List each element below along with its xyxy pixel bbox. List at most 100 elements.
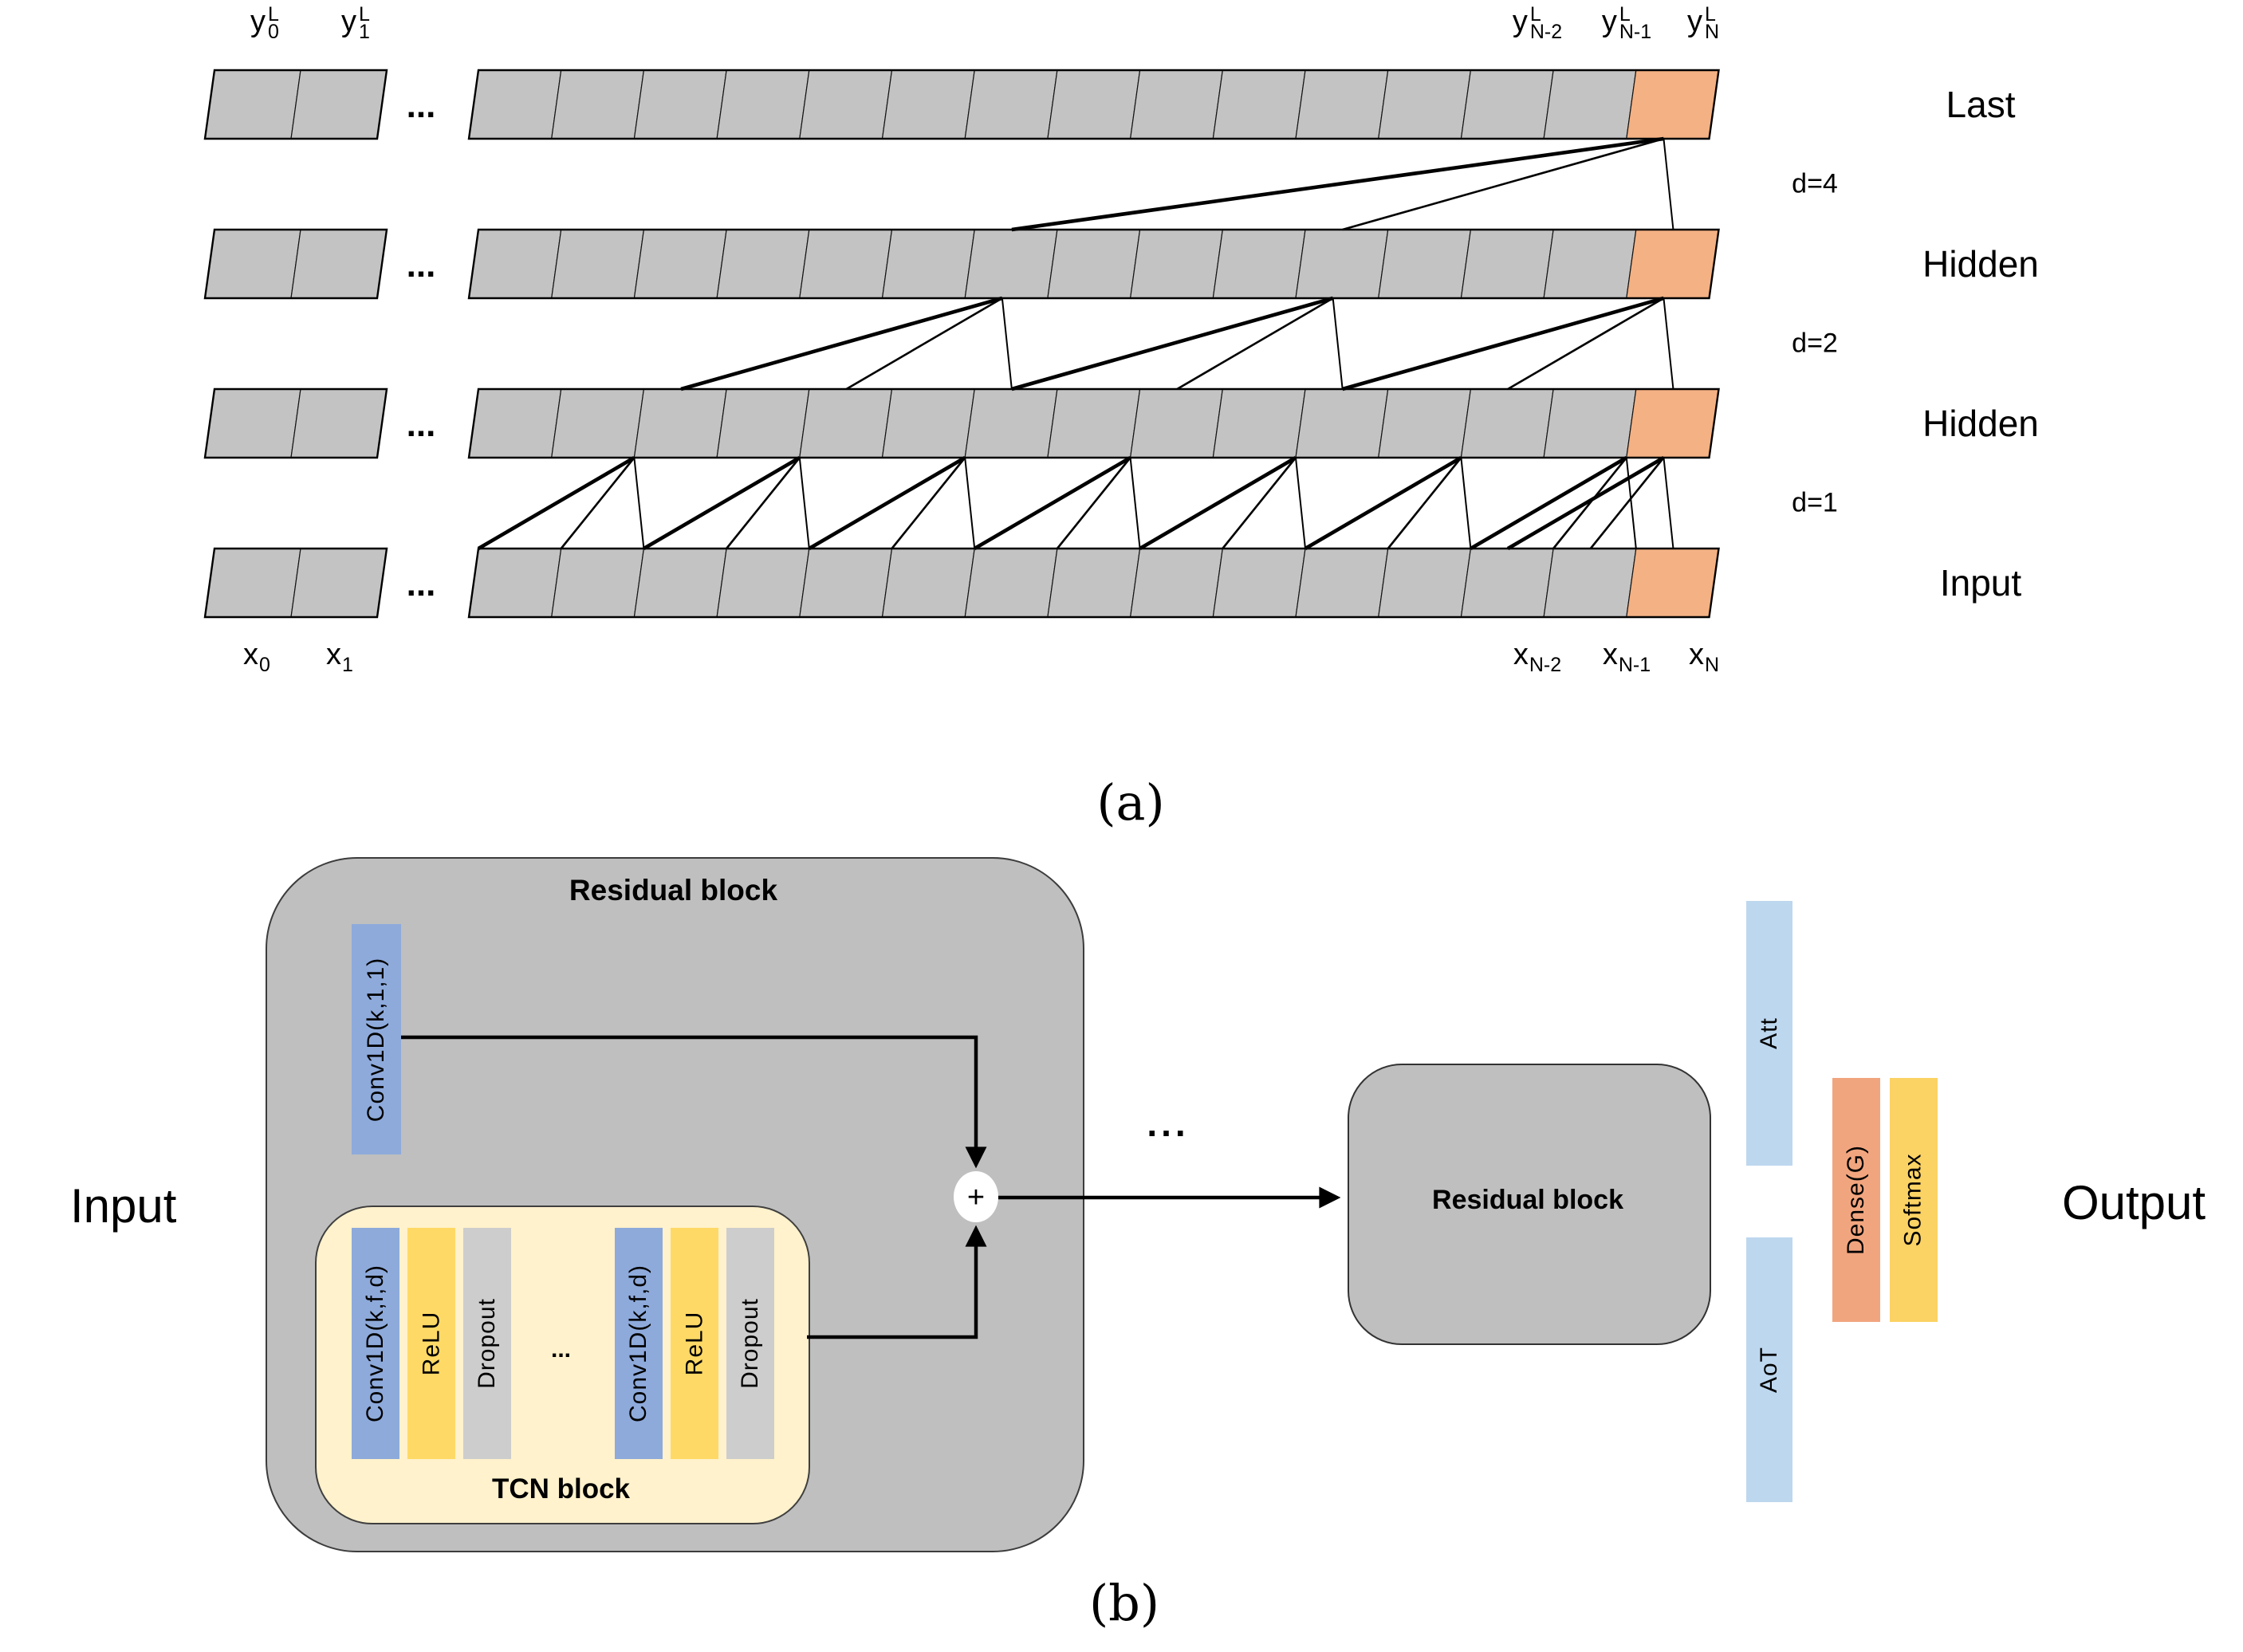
dilation-connection-line (1552, 457, 1627, 549)
softmax-label: Softmax (1900, 1153, 1927, 1247)
seq-base: x (326, 638, 342, 671)
sequence-block-outline (203, 69, 388, 140)
layer-row-label: Last (1946, 84, 2016, 125)
seq-base: x (243, 638, 259, 671)
dilation-connection-line (1176, 297, 1334, 391)
dilation-connection-line (726, 457, 801, 549)
input-sequence-label: xN (1689, 638, 1719, 677)
tcn-dropout-bar-1: Dropout (463, 1228, 511, 1459)
row-ellipsis: ... (407, 86, 436, 125)
dilation-connection-line (891, 457, 966, 549)
seq-sub: 0 (259, 654, 270, 676)
dilation-connection-line (974, 456, 1131, 550)
dilation-connection-line (1222, 457, 1297, 549)
dilation-connection-line (680, 296, 1003, 391)
tcn-conv1d-label-2: Conv1D(k,f,d) (625, 1264, 651, 1423)
output-label: Output (2061, 1176, 2206, 1229)
seq-base: y (1686, 5, 1702, 38)
row-ellipsis: ... (407, 564, 436, 604)
layer-row-label: Hidden (1922, 243, 2039, 285)
skip-conv1d-label: Conv1D(k,1,1) (363, 957, 389, 1122)
aot-bar: AoT (1746, 1237, 1792, 1502)
softmax-bar: Softmax (1890, 1078, 1938, 1322)
dilation-connection-line (1001, 297, 1013, 390)
dilation-connection-line (845, 297, 1003, 391)
dilation-connection-line (1625, 457, 1637, 549)
dilation-connection-line (1342, 296, 1665, 391)
seq-sub: N-2 (1529, 654, 1562, 676)
input-label: Input (70, 1179, 177, 1233)
dilation-connection-line (633, 457, 645, 549)
layer-row-label: Input (1939, 562, 2022, 604)
tcn-relu-bar-1: ReLU (407, 1228, 455, 1459)
seq-base: y (250, 5, 266, 38)
dilation-connection-line (1139, 456, 1297, 550)
residual-block-2-label: Residual block (1432, 1185, 1623, 1215)
seq-sub: N-2 (1529, 21, 1563, 43)
seq-sub: 1 (359, 21, 370, 43)
tcn-dropout-bar-2: Dropout (726, 1228, 774, 1459)
seq-sub: N (1704, 21, 1720, 43)
residual-block-1-label: Residual block (569, 874, 778, 907)
sequence-block-outline (203, 547, 388, 619)
tcn-block-label: TCN block (491, 1473, 631, 1504)
att-bar: Att (1746, 901, 1792, 1166)
input-sequence-label: x0 (243, 638, 270, 677)
seq-sub: N (1704, 654, 1720, 676)
seq-sup: L (1529, 3, 1541, 26)
dilation-connection-line (1342, 137, 1664, 231)
dilation-connection-line (1332, 297, 1344, 390)
dilation-connection-line (1663, 297, 1674, 390)
dilation-connection-line (1506, 456, 1665, 550)
dilation-connection-line (1129, 457, 1141, 549)
dilation-connection-line (808, 456, 966, 550)
row-ellipsis: ... (407, 405, 436, 444)
dense-label: Dense(G) (1843, 1144, 1870, 1256)
seq-base: x (1513, 638, 1529, 671)
dilation-connection-line (1387, 457, 1462, 549)
seq-sub: 0 (268, 21, 279, 43)
sequence-block-outline (467, 228, 1720, 300)
seq-sup: L (268, 3, 279, 26)
seq-sub: N-1 (1618, 654, 1651, 676)
seq-sup: L (1704, 3, 1716, 26)
input-sequence-label: xN-1 (1603, 638, 1651, 677)
tcn-dropout-label-2: Dropout (737, 1298, 764, 1389)
dilation-connection-line (1507, 297, 1665, 391)
between-blocks-ellipsis: ... (1147, 1103, 1190, 1144)
dilation-label: d=4 (1792, 168, 1838, 199)
dilation-connection-line (477, 456, 636, 550)
skip-conv1d-bar: Conv1D(k,1,1) (352, 924, 401, 1154)
dilation-connection-line (1295, 457, 1306, 549)
dilation-connection-line (1460, 457, 1472, 549)
dilation-connection-line (643, 456, 801, 550)
aot-label: AoT (1756, 1346, 1782, 1394)
att-label: Att (1756, 1017, 1782, 1049)
sequence-block-outline (467, 69, 1720, 140)
seq-base: x (1688, 638, 1704, 671)
sequence-block-outline (203, 228, 388, 300)
dilation-connection-line (1056, 457, 1131, 549)
dense-bar: Dense(G) (1832, 1078, 1880, 1322)
residual-block-2 (1348, 1064, 1711, 1345)
seq-sub: 1 (342, 654, 353, 676)
layer-row-label: Hidden (1922, 403, 2039, 444)
panel-a-diagram: ............ (203, 69, 1720, 619)
input-sequence-label: x1 (326, 638, 353, 677)
dilation-connection-line (1011, 296, 1334, 391)
dilation-connection-line (560, 457, 636, 549)
seq-sup: L (359, 3, 370, 26)
tcn-conv1d-bar-2: Conv1D(k,f,d) (615, 1228, 663, 1459)
tcn-relu-bar-2: ReLU (671, 1228, 718, 1459)
dilation-connection-line (1589, 457, 1665, 549)
dilation-connection-line (1470, 456, 1627, 550)
seq-base: y (1512, 5, 1528, 38)
row-ellipsis: ... (407, 246, 436, 285)
input-sequence-label: xN-2 (1513, 638, 1561, 677)
